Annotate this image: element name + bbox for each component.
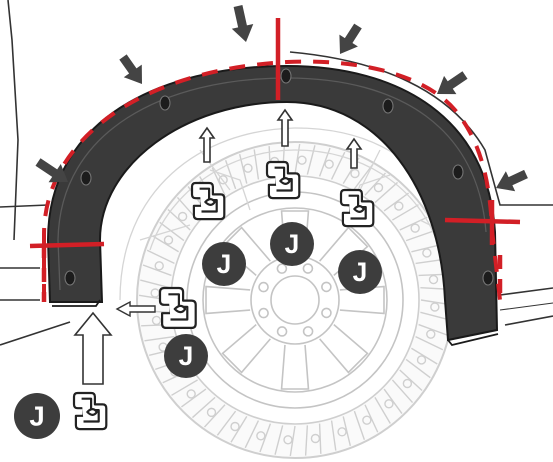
badge-icon: J <box>164 334 208 378</box>
part-label: J <box>353 257 368 287</box>
badge-icon: J <box>270 222 314 266</box>
arrow-icon <box>496 170 528 191</box>
badge-icon: J <box>202 242 246 286</box>
arrow-icon <box>119 54 142 84</box>
arrow-icon <box>339 24 361 54</box>
clip-icon <box>74 393 106 429</box>
arrow-icon <box>75 313 111 384</box>
badge-icon: J <box>338 250 382 294</box>
arrow-icon <box>36 158 68 182</box>
part-label: J <box>285 229 300 259</box>
badge-icon: J <box>14 393 60 439</box>
part-label: J <box>179 341 194 371</box>
part-label: J <box>217 249 232 279</box>
arrow-icon <box>232 5 253 42</box>
arrow-icon <box>200 128 214 162</box>
arrow-icon <box>437 71 468 94</box>
part-label: J <box>29 401 44 432</box>
